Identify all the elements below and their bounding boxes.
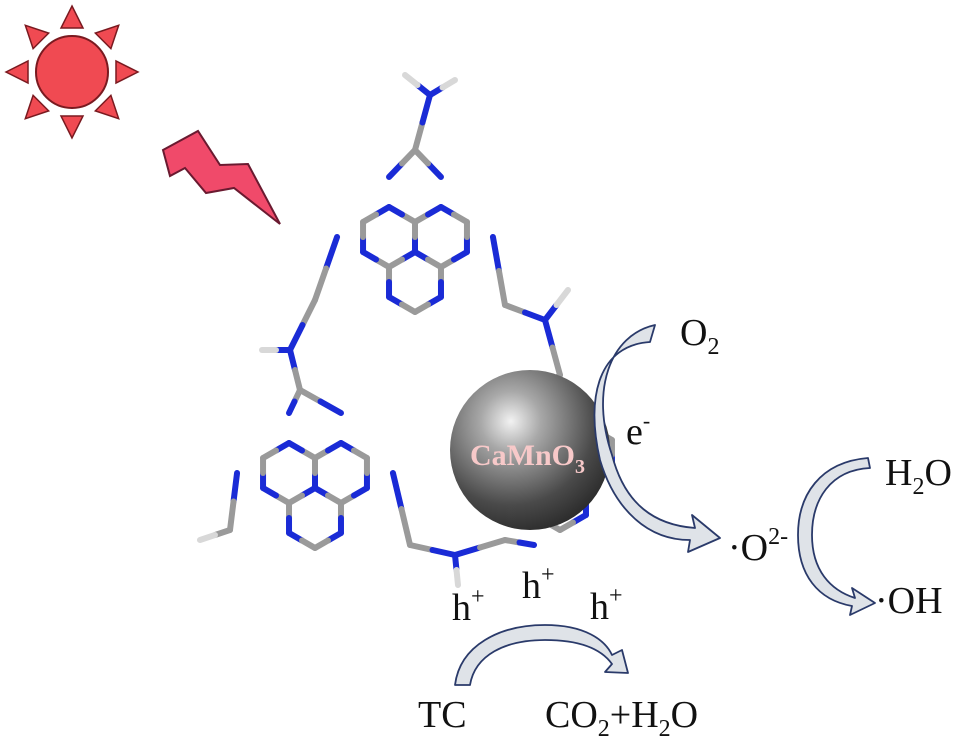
bond xyxy=(412,119,426,153)
bond xyxy=(299,537,318,551)
bond xyxy=(542,302,560,323)
bond xyxy=(297,387,324,405)
bond xyxy=(516,539,538,548)
water-oxidation-arrow xyxy=(797,457,876,616)
bond xyxy=(402,72,421,88)
bond xyxy=(424,160,444,180)
bond xyxy=(412,147,431,167)
reduction-arrow xyxy=(593,324,721,553)
bond xyxy=(452,544,483,558)
bond xyxy=(389,470,405,512)
bond xyxy=(553,287,571,308)
sun-ray xyxy=(93,24,120,51)
bond xyxy=(489,234,502,274)
hydroxyl-label: ·OH xyxy=(875,580,943,622)
bond xyxy=(260,447,280,461)
bond xyxy=(292,367,303,393)
sun-icon xyxy=(4,4,140,140)
hole-label-2: h+ xyxy=(522,562,555,607)
camno3-label: CaMnO3 xyxy=(470,439,585,478)
hole-label-1: h+ xyxy=(452,584,485,629)
bond xyxy=(299,297,318,328)
sun-ray xyxy=(93,93,120,120)
bond xyxy=(439,77,458,91)
tc-label: TC xyxy=(418,694,467,736)
bond xyxy=(502,302,528,316)
sun-ray xyxy=(59,115,85,140)
water-label: H2O xyxy=(885,452,952,500)
sun-ray xyxy=(59,4,85,29)
bond xyxy=(360,211,380,225)
sun-ray xyxy=(24,24,51,51)
bond xyxy=(522,309,548,323)
bond xyxy=(429,547,458,558)
sun-ray xyxy=(24,93,51,120)
bond xyxy=(453,567,461,588)
bond xyxy=(287,322,306,353)
bond xyxy=(549,344,563,378)
bond xyxy=(317,398,344,416)
bond xyxy=(312,265,330,303)
bond xyxy=(323,234,341,272)
bond xyxy=(286,398,298,416)
bond xyxy=(287,347,298,373)
lightning-icon xyxy=(161,129,281,225)
bond xyxy=(399,301,418,315)
bond xyxy=(407,542,436,553)
camno3-particle: CaMnO3 xyxy=(450,370,610,530)
bond xyxy=(542,317,556,351)
sun-ray xyxy=(4,59,29,85)
o2-label: O2 xyxy=(680,312,719,360)
bond xyxy=(419,92,433,126)
hole-label-3: h+ xyxy=(590,583,623,628)
bond xyxy=(197,532,218,543)
bond xyxy=(398,506,413,548)
tc-oxidation-arrow xyxy=(454,624,629,686)
superoxide-label: ·O2- xyxy=(728,524,788,569)
bond xyxy=(227,498,237,533)
bond xyxy=(495,268,508,308)
sun-ray xyxy=(115,59,140,85)
electron-label: e- xyxy=(626,408,650,453)
bond xyxy=(386,160,406,180)
products-label: CO2+H2O xyxy=(545,694,698,742)
bond xyxy=(230,470,241,505)
bond xyxy=(477,537,508,551)
bond xyxy=(399,147,418,167)
